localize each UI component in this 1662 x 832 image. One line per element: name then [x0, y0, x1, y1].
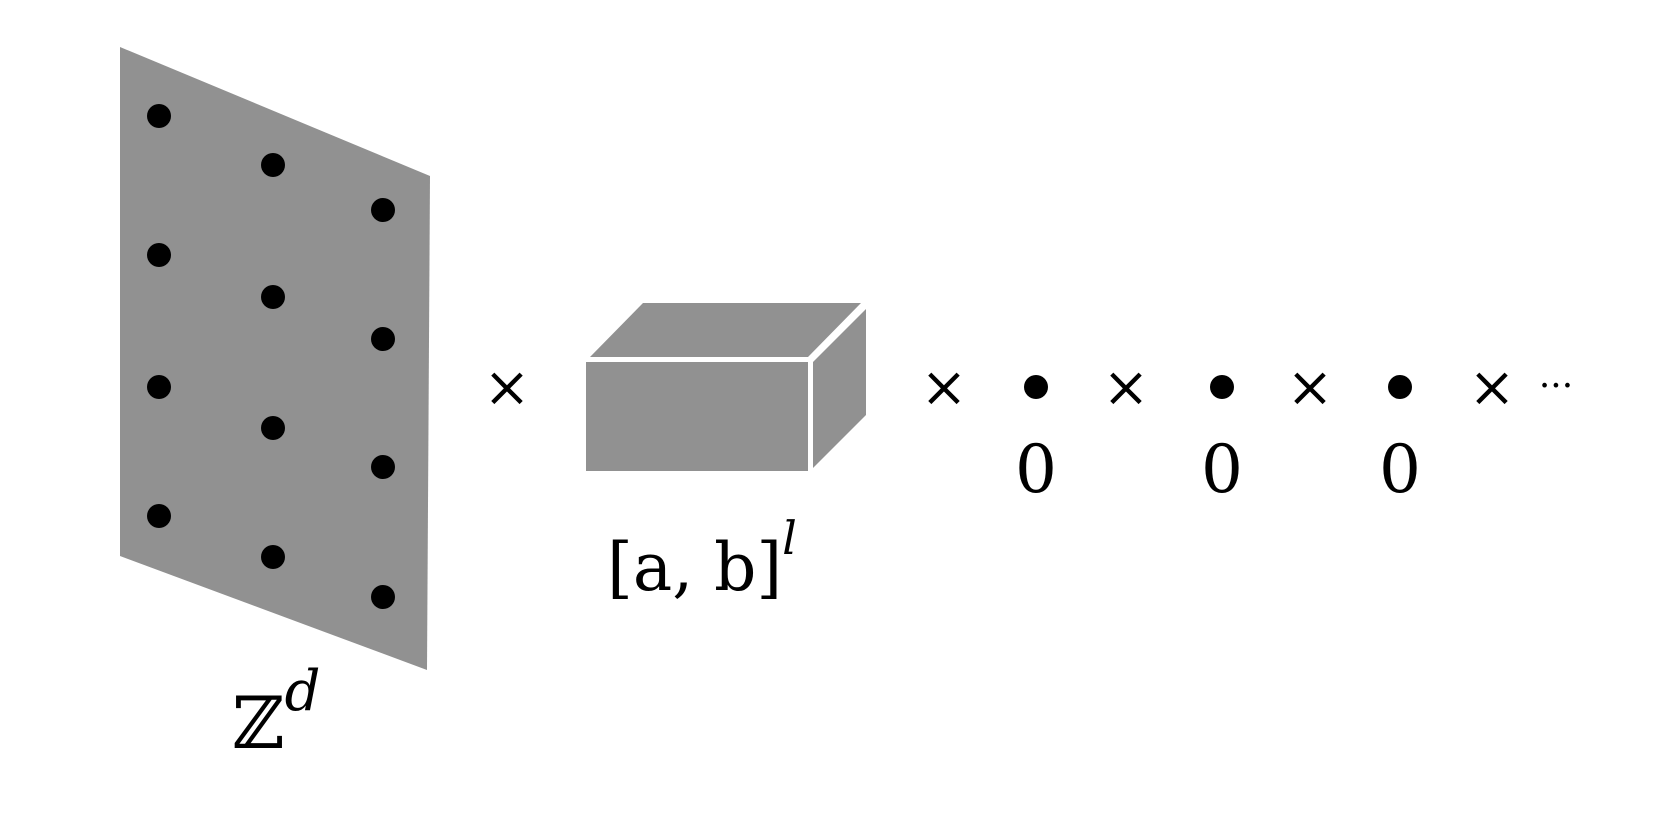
- box-label: [a, b]l: [607, 511, 797, 606]
- lattice-dots: [147, 104, 395, 609]
- point-label: 0: [1379, 431, 1421, 508]
- ellipsis: ···: [1539, 366, 1573, 407]
- point-label: 0: [1201, 431, 1243, 508]
- point-icon: [1024, 375, 1048, 399]
- point-icon: [1210, 375, 1234, 399]
- lattice-label: ℤd: [232, 659, 320, 765]
- point-label: 0: [1015, 431, 1057, 508]
- times-symbol: ×: [1469, 355, 1516, 420]
- box-top-face: [590, 303, 861, 357]
- point-icon: [1388, 375, 1412, 399]
- times-symbol: ×: [921, 355, 968, 420]
- times-symbol: ×: [1103, 355, 1150, 420]
- lattice-plane-shape: [120, 47, 430, 670]
- box-side-face: [813, 309, 866, 468]
- lattice-plane: ℤd: [120, 47, 430, 765]
- times-symbol: ×: [1287, 355, 1334, 420]
- box-shape: [586, 303, 866, 471]
- box-front-face: [586, 362, 808, 471]
- times-symbol: ×: [484, 355, 531, 420]
